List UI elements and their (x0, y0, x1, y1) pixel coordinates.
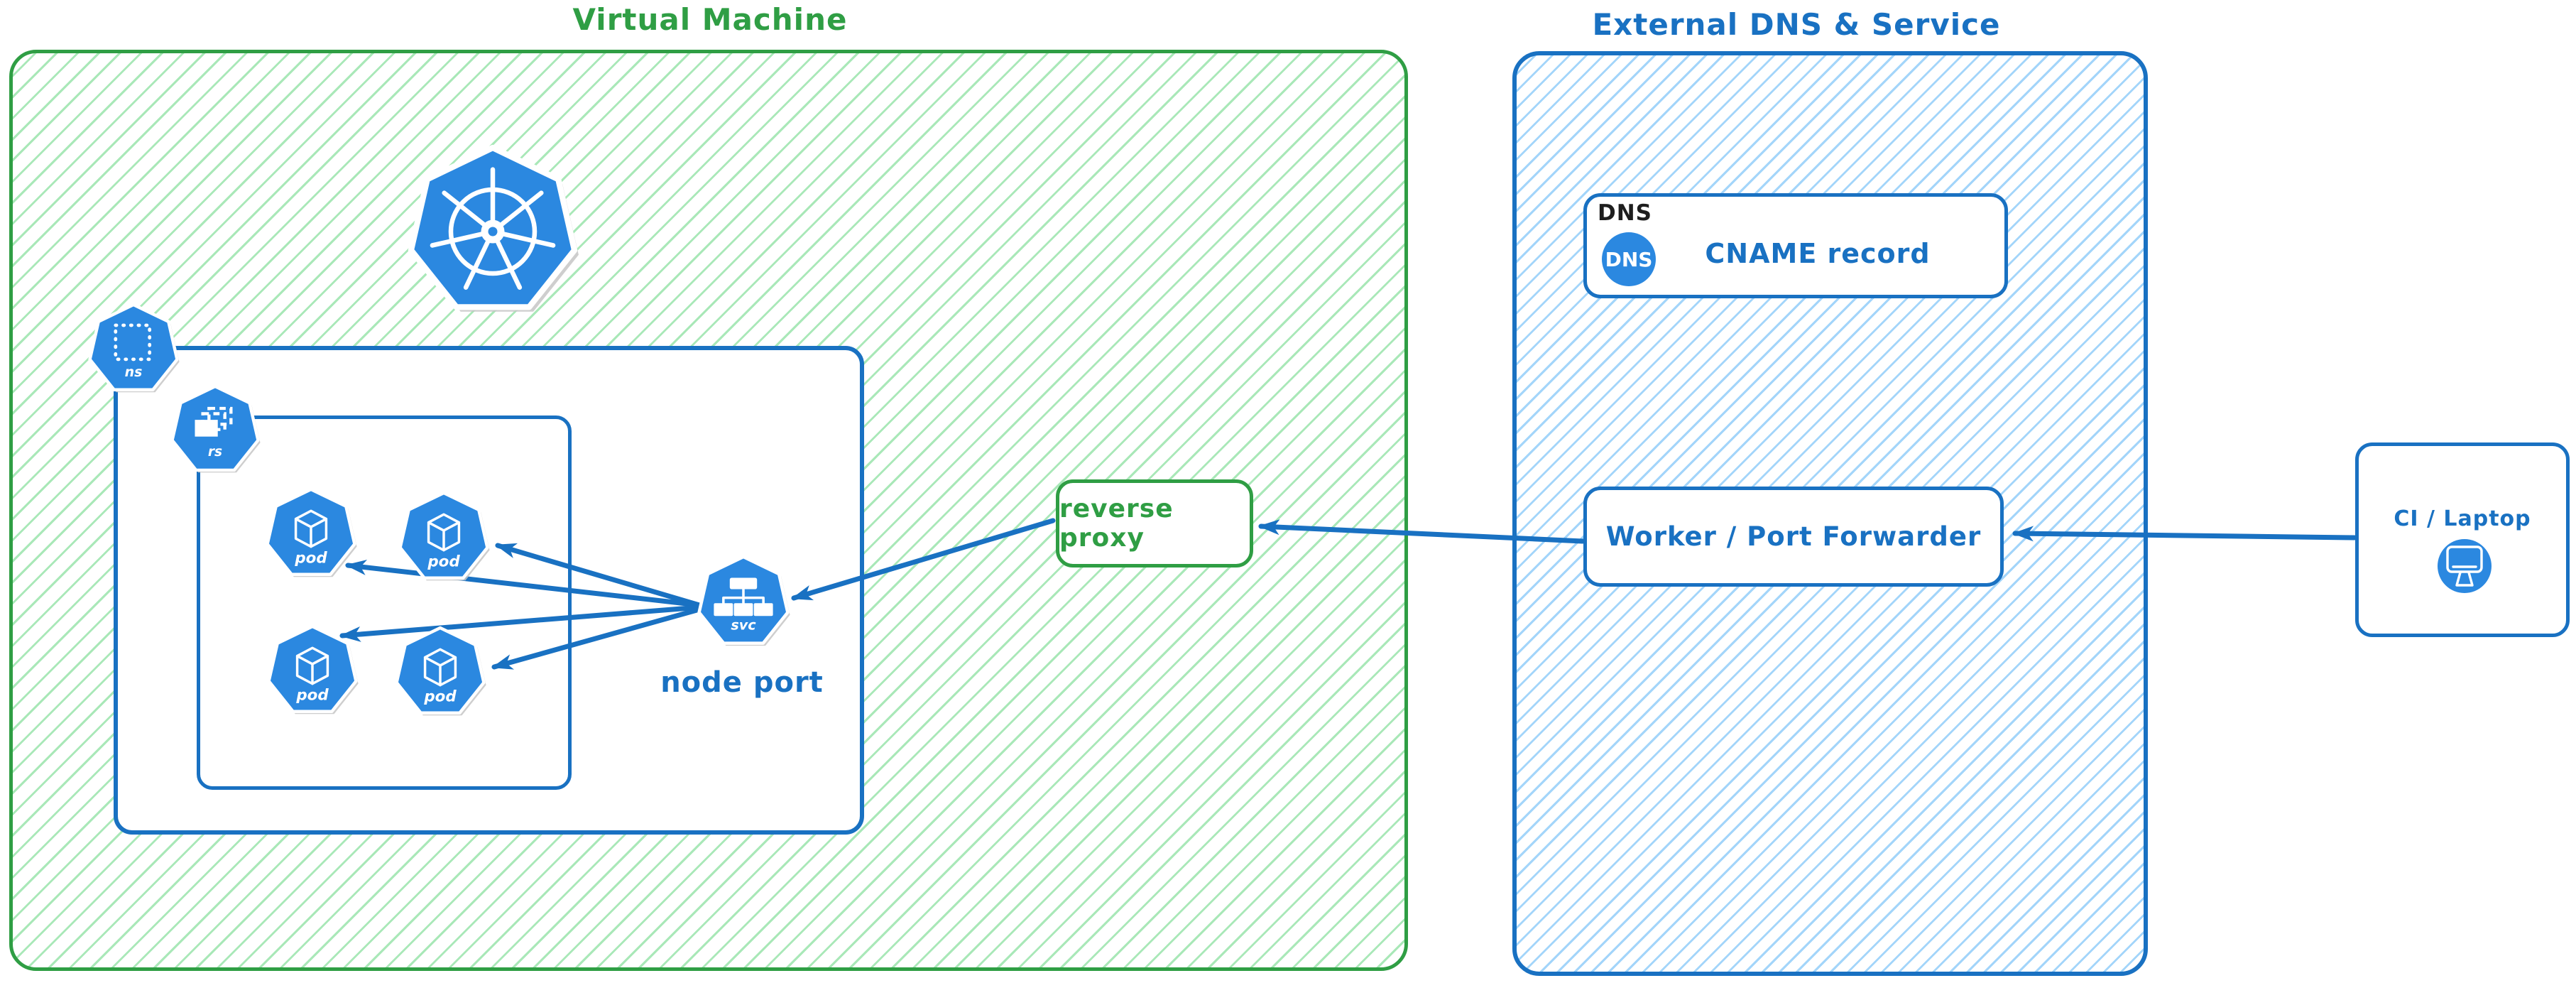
reverse-proxy-label: reverse proxy (1059, 494, 1174, 553)
replicaset-box (197, 416, 572, 790)
dns-tag-label: DNS (1598, 200, 1653, 226)
ci-laptop-node (2355, 442, 2570, 637)
virtual-machine-title: Virtual Machine (572, 1, 848, 37)
cname-record-label: CNAME record (1705, 238, 1931, 269)
worker-port-forwarder-label: Worker / Port Forwarder (1605, 521, 1982, 552)
reverse-proxy-node: reverse proxy (1056, 479, 1253, 567)
worker-port-forwarder-node: Worker / Port Forwarder (1583, 487, 2004, 587)
external-dns-title: External DNS & Service (1592, 6, 2001, 42)
ci-laptop-label: CI / Laptop (2394, 506, 2531, 531)
node-port-caption: node port (660, 666, 824, 699)
